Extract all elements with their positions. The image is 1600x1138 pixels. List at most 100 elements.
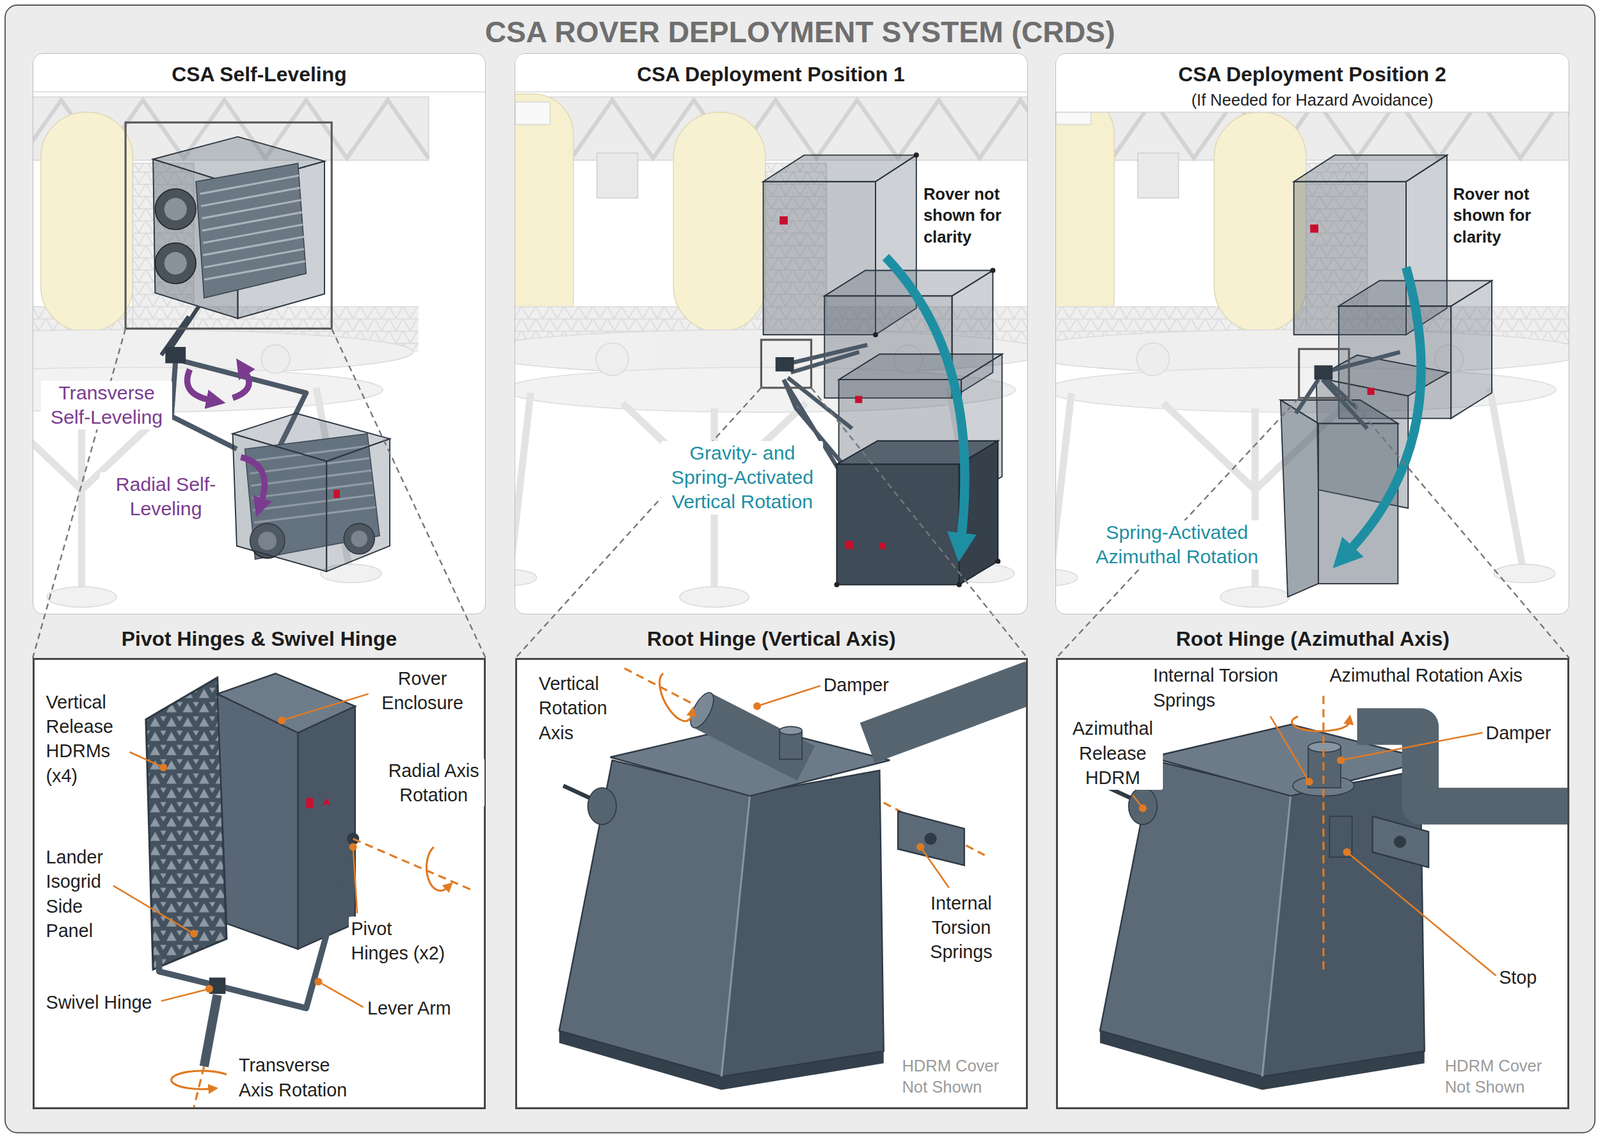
hinge-assembly bbox=[159, 954, 218, 986]
rotation-axis bbox=[171, 1070, 227, 1090]
label-slot: Vertical Release HDRMs (x4) bbox=[44, 689, 128, 788]
root-hinge bbox=[702, 710, 807, 764]
panel-ground bbox=[32, 91, 486, 93]
self-leveling-arrow bbox=[240, 456, 265, 502]
callout-label: Internal Torsion Springs bbox=[1151, 663, 1298, 713]
callout-label: Rover not shown for clarity bbox=[1450, 183, 1547, 248]
leader-line bbox=[917, 844, 924, 851]
leader-line bbox=[113, 693, 369, 1007]
panel-box: CSA Self-Leveling bbox=[32, 53, 486, 615]
panel-ground bbox=[32, 53, 486, 93]
callout-label: Rover not shown for clarity bbox=[921, 183, 1017, 248]
zoom-line bbox=[515, 387, 761, 658]
root-hinge bbox=[779, 726, 802, 735]
enclosure-sequence bbox=[1310, 224, 1319, 233]
label-slot: Transverse Axis Rotation bbox=[236, 1052, 358, 1103]
label-slot: Damper bbox=[1483, 720, 1565, 745]
callout-label: HDRM Cover Not Shown bbox=[1443, 1055, 1560, 1099]
leader-line bbox=[920, 846, 950, 888]
root-hinge bbox=[563, 785, 590, 799]
panel-heading: CSA Deployment Position 1 bbox=[515, 62, 1028, 87]
panel-ground bbox=[1055, 112, 1570, 114]
corner-dots bbox=[990, 268, 996, 274]
leader-line bbox=[129, 752, 164, 768]
panel-heading: CSA Self-Leveling bbox=[33, 62, 486, 87]
panel-ground bbox=[514, 94, 1028, 608]
callout-label: Azimuthal Rotation Axis bbox=[1327, 663, 1524, 688]
zoom-line bbox=[331, 328, 486, 658]
label-slot: Spring-Activated Azimuthal Rotation bbox=[1086, 520, 1269, 570]
callout-label: Pivot Hinges (x2) bbox=[348, 916, 452, 966]
callout-label: Lever Arm bbox=[365, 995, 454, 1021]
leader-line bbox=[757, 685, 821, 706]
final-enclosure bbox=[779, 216, 788, 225]
panel-ground bbox=[1055, 53, 1570, 615]
final-enclosure bbox=[879, 542, 886, 550]
label-slot: Rover not shown for clarity bbox=[921, 183, 1017, 248]
corner-dots bbox=[872, 332, 879, 338]
callout-label: Damper bbox=[1483, 720, 1553, 745]
label-slot: Radial Self-Leveling bbox=[99, 472, 232, 522]
root-hinge bbox=[1322, 695, 1325, 969]
enclosure-sequence bbox=[1367, 387, 1375, 395]
callout-label: Vertical Release HDRMs (x4) bbox=[44, 689, 128, 788]
inset-frame bbox=[1299, 348, 1350, 399]
rover-stowed bbox=[164, 197, 187, 221]
deployed-enclosure bbox=[326, 439, 390, 572]
deployed-enclosure bbox=[232, 433, 328, 572]
panel-ground bbox=[32, 657, 486, 1110]
zoom-line bbox=[1349, 398, 1570, 659]
leader-line bbox=[1337, 757, 1344, 764]
corner-dots bbox=[956, 582, 962, 588]
leader-line bbox=[1340, 732, 1483, 761]
self-leveling-arrow bbox=[187, 369, 211, 400]
rotation-axis bbox=[353, 839, 472, 891]
rotation-arrow bbox=[659, 673, 692, 721]
enclosure-sequence bbox=[1450, 280, 1492, 418]
hinge-assembly bbox=[217, 673, 356, 733]
callout-label: Lander Isogrid Side Panel bbox=[44, 844, 112, 943]
rover-stowed bbox=[164, 252, 187, 275]
deployment-arms bbox=[1314, 365, 1334, 380]
label-slot: HDRM Cover Not Shown bbox=[1443, 1055, 1560, 1099]
leader-line bbox=[353, 846, 358, 914]
hinge-assembly bbox=[305, 798, 313, 809]
hinge-assembly bbox=[217, 839, 354, 1009]
label-slot: Internal Torsion Springs bbox=[918, 890, 1005, 965]
label-slot: Vertical Rotation Axis bbox=[536, 671, 623, 745]
leader-line bbox=[1132, 716, 1497, 976]
corner-dots bbox=[833, 582, 840, 588]
label-slot: Azimuthal Rotation Axis bbox=[1327, 663, 1565, 688]
rotation-axis bbox=[193, 1066, 205, 1108]
leader-line bbox=[350, 844, 357, 851]
callout-label: Radial Self-Leveling bbox=[99, 472, 232, 522]
panel-ground bbox=[32, 53, 486, 615]
root-hinge bbox=[559, 760, 751, 1077]
callout-label: Vertical Rotation Axis bbox=[536, 671, 623, 745]
panel-ground bbox=[1055, 94, 1570, 608]
rover-stowed bbox=[195, 163, 306, 298]
callout-label: Internal Torsion Springs bbox=[918, 890, 1005, 965]
leader-line bbox=[1306, 778, 1313, 785]
rover-stowed bbox=[154, 188, 196, 230]
callout-label: Damper bbox=[821, 672, 891, 697]
rotation-axis bbox=[171, 839, 472, 1108]
rotation-arrow bbox=[885, 257, 966, 539]
hinge-assembly bbox=[298, 705, 356, 949]
diagram-title: CSA ROVER DEPLOYMENT SYSTEM (CRDS) bbox=[0, 14, 1600, 50]
callout-label: Radial Axis Rotation bbox=[382, 758, 485, 808]
deployed-enclosure bbox=[333, 489, 340, 498]
panel-box: CSA Deployment Position 1 bbox=[514, 53, 1028, 615]
callout-label: Swivel Hinge bbox=[44, 990, 155, 1015]
lever-arm bbox=[165, 346, 186, 364]
root-hinge bbox=[1100, 760, 1291, 1077]
panel-ground bbox=[514, 91, 1028, 93]
rotation-arrow bbox=[1292, 716, 1350, 731]
panel-ground bbox=[514, 53, 1028, 93]
root-hinge bbox=[559, 668, 1028, 1090]
leader-line bbox=[161, 988, 210, 1001]
callout-label: Gravity- and Spring-Activated Vertical R… bbox=[661, 440, 824, 515]
lever-arm bbox=[171, 360, 237, 449]
final-enclosure bbox=[844, 540, 854, 550]
